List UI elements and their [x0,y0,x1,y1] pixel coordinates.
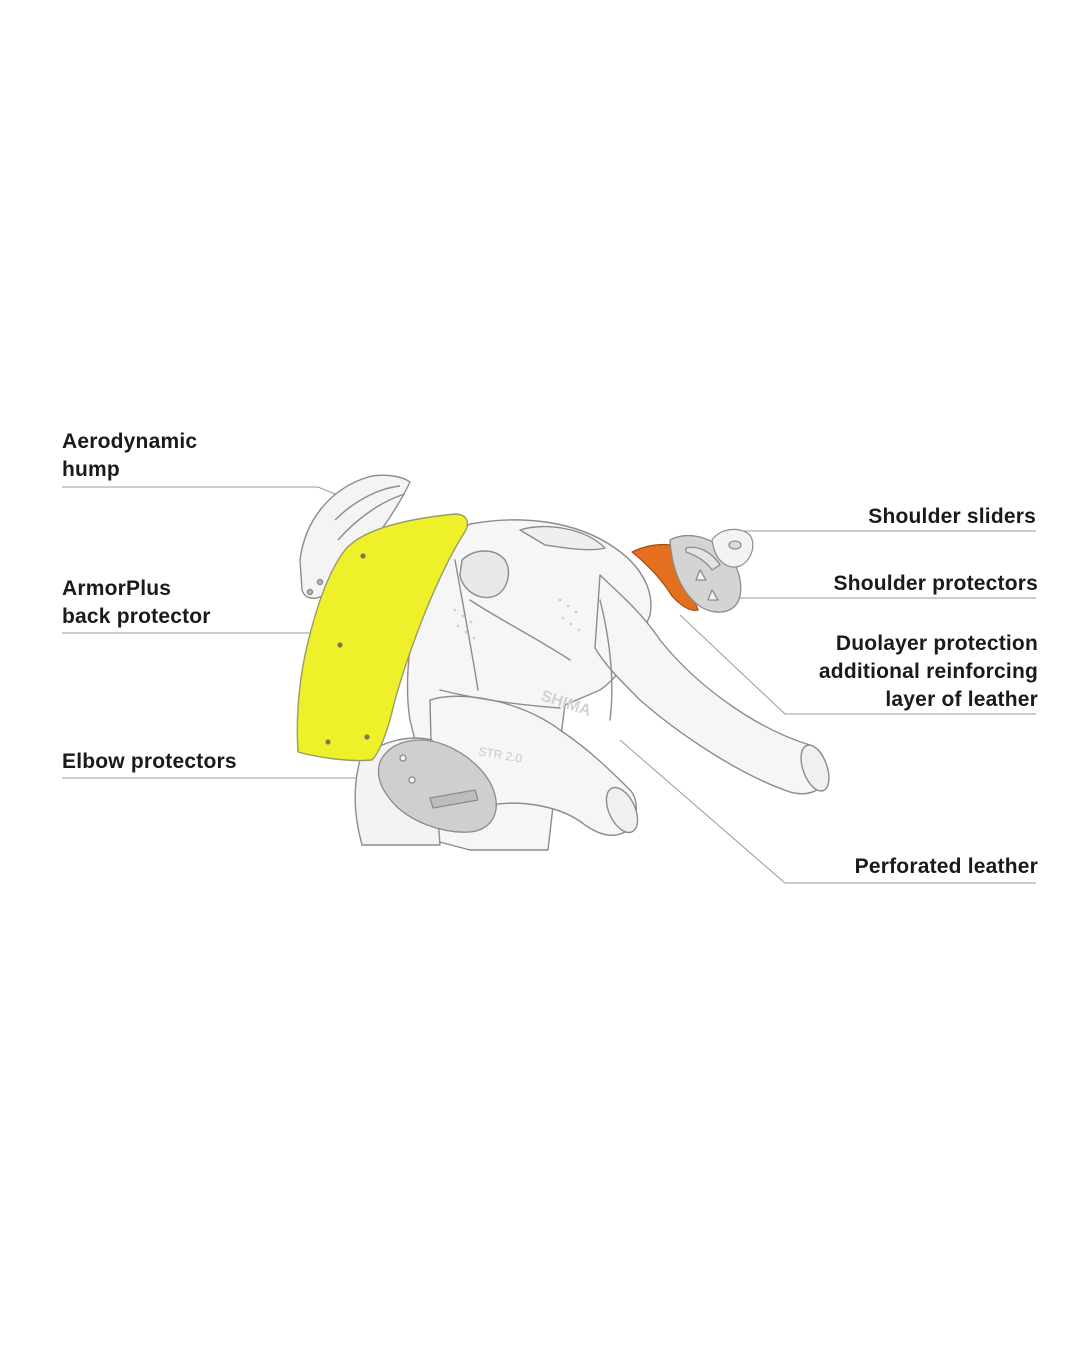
suit-seam-3 [599,599,613,721]
label-shoulder-protectors: Shoulder protectors [834,570,1039,598]
back-protector-shape [296,513,469,762]
label-duolayer-line-2: additional reinforcing [818,660,1038,683]
perforation-dots [453,598,581,640]
suit-shoulder-patch [459,550,510,599]
label-perforated-leather-line-1: Perforated leather [854,855,1038,878]
label-aerodynamic-hump-line-1: Aerodynamic [62,430,198,453]
label-perforated-leather: Perforated leather [855,853,1038,881]
leader-line-hump [62,486,346,499]
label-armorplus-line-2: back protector [62,605,211,628]
suit-seam-2 [439,689,561,709]
leader-line-duolayer [679,614,1036,715]
label-armorplus-line-1: ArmorPlus [62,577,172,600]
label-armorplus-back-protector: ArmorPlus back protector [62,575,211,631]
label-shoulder-sliders-line-1: Shoulder sliders [868,505,1036,528]
label-elbow-protectors: Elbow protectors [62,748,237,776]
label-duolayer-protection: Duolayer protection additional reinforci… [819,630,1038,714]
suit-collar [519,525,606,551]
label-shoulder-protectors-line-1: Shoulder protectors [833,572,1038,595]
label-aerodynamic-hump-line-2: hump [62,458,120,481]
label-aerodynamic-hump: Aerodynamic hump [62,428,197,484]
shoulder-slider-shape [711,528,754,568]
suit-far-cuff [800,744,830,792]
label-duolayer-line-3: layer of leather [885,688,1038,711]
suit-seam-1 [469,599,571,661]
label-elbow-protectors-line-1: Elbow protectors [62,750,237,773]
suit-seam-4 [454,559,479,691]
elbow-protector-shape [377,739,497,833]
leader-line-perforated [619,739,1036,884]
label-shoulder-sliders: Shoulder sliders [868,503,1036,531]
suit-near-cuff [605,786,639,834]
label-duolayer-line-1: Duolayer protection [835,632,1038,655]
